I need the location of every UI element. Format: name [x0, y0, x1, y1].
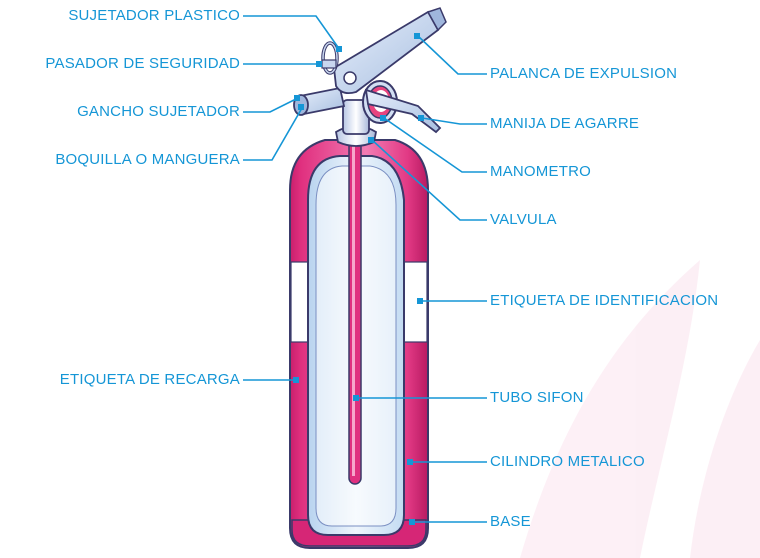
label-tubo-sifon: TUBO SIFON: [490, 389, 584, 406]
label-base: BASE: [490, 513, 531, 530]
label-pasador-seguridad: PASADOR DE SEGURIDAD: [45, 55, 240, 72]
label-boquilla-manguera: BOQUILLA O MANGUERA: [55, 151, 240, 168]
leader-lines: [243, 15, 487, 523]
grip-handle: [364, 88, 442, 134]
background-decoration: [520, 260, 760, 558]
label-gancho-sujetador: GANCHO SUJETADOR: [77, 103, 240, 120]
label-etiqueta-identificacion: ETIQUETA DE IDENTIFICACION: [490, 292, 719, 309]
label-etiqueta-recarga: ETIQUETA DE RECARGA: [59, 371, 240, 388]
label-palanca-expulsion: PALANCA DE EXPULSION: [490, 65, 678, 82]
discharge-lever: [333, 7, 447, 95]
nozzle-hose: [293, 86, 346, 116]
label-valvula: VALVULA: [490, 211, 557, 228]
label-manija-agarre: MANIJA DE AGARRE: [490, 115, 640, 132]
label-manometro: MANOMETRO: [490, 163, 591, 180]
label-cilindro-metalico: CILINDRO METALICO: [490, 453, 645, 470]
label-sujetador-plastico: SUJETADOR PLASTICO: [68, 7, 240, 24]
leader-markers: [293, 33, 424, 525]
safety-pin: [321, 41, 339, 75]
siphon-tube: [348, 131, 362, 485]
